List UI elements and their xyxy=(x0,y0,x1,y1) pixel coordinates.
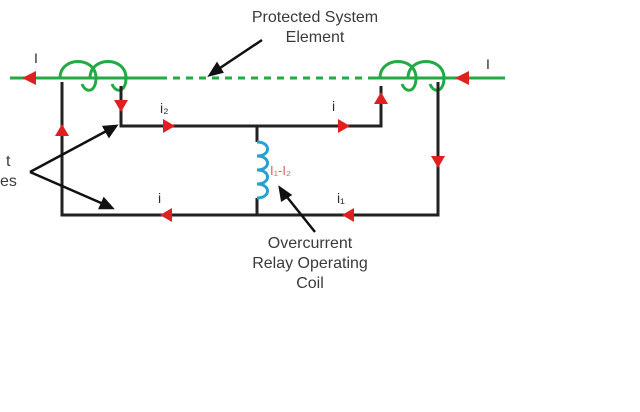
right-current-transformer xyxy=(378,60,446,92)
arrow-top-left xyxy=(163,119,175,133)
left-current-transformer xyxy=(58,60,128,92)
current-label-top-right: i xyxy=(332,98,336,114)
relay-label-line3: Coil xyxy=(296,275,324,292)
protected-element-label: Protected System Element xyxy=(215,8,415,48)
relay-coil-label: Overcurrent Relay Operating Coil xyxy=(215,234,405,294)
partial-left-line1: t xyxy=(6,153,11,170)
arrow-left-vertical-up xyxy=(55,124,69,136)
relay-operating-coil xyxy=(256,140,269,200)
current-label-top-left: i₂ xyxy=(160,100,169,116)
arrow-right-vertical-down xyxy=(431,156,445,168)
arrow-right-ct-up xyxy=(374,92,388,104)
arrow-line-left xyxy=(22,71,36,85)
current-label-line-right: I xyxy=(486,56,490,72)
current-label-line-left: I xyxy=(34,50,38,66)
protected-label-line1: Protected System xyxy=(251,9,379,26)
arrow-bottom-right xyxy=(342,208,354,222)
arrow-line-right xyxy=(455,71,469,85)
arrow-bottom-left xyxy=(160,208,172,222)
partial-left-label: t es xyxy=(0,152,17,192)
relay-label-line2: Relay Operating xyxy=(252,255,368,272)
partial-left-line2: es xyxy=(0,173,17,190)
relay-label-line1: Overcurrent xyxy=(267,235,353,252)
coil-current-label: I₁-I₂ xyxy=(270,163,291,178)
arrow-top-right xyxy=(338,119,350,133)
current-label-bottom-right: i₁ xyxy=(337,190,345,206)
current-label-bottom-left: i xyxy=(158,190,162,206)
arrow-left-ct-down xyxy=(114,100,128,112)
label-pointers xyxy=(29,38,316,233)
protected-label-line2: Element xyxy=(285,29,345,46)
